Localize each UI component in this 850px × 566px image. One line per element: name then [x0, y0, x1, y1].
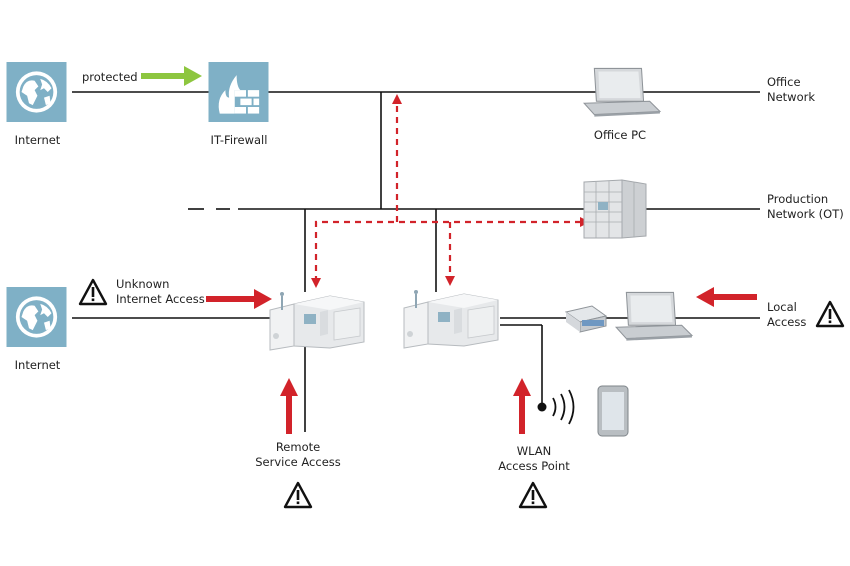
- threat-path-dashed: [314, 102, 584, 282]
- usb-stick-icon: [564, 305, 608, 333]
- local-laptop-icon: [615, 291, 693, 342]
- local-access-arrow: [696, 287, 757, 307]
- unknown-access-arrow: [206, 289, 272, 309]
- warning-icon: [518, 481, 548, 509]
- globe-icon: [6, 62, 67, 122]
- network-links: [72, 92, 760, 432]
- internet-top-label: Internet: [14, 133, 61, 147]
- firewall-icon: [208, 62, 269, 122]
- globe-icon: [6, 287, 67, 347]
- warning-icon: [815, 300, 845, 328]
- protected-label: protected: [82, 70, 138, 84]
- remote-service-arrow: [280, 378, 298, 434]
- protected-arrow: [141, 66, 202, 86]
- warning-icon: [283, 481, 313, 509]
- cnc-machine-icon: [269, 291, 365, 351]
- server-rack-icon: [583, 179, 647, 239]
- smartphone-icon: [597, 385, 629, 437]
- wlan-arrow: [513, 378, 531, 434]
- it-firewall-label: IT-Firewall: [210, 133, 268, 147]
- office-pc-label: Office PC: [593, 128, 647, 142]
- internet-bottom-label: Internet: [14, 358, 61, 372]
- wifi-signal-icon: [537, 389, 575, 425]
- cnc-machine-icon: [403, 289, 499, 349]
- warning-icon: [78, 278, 108, 306]
